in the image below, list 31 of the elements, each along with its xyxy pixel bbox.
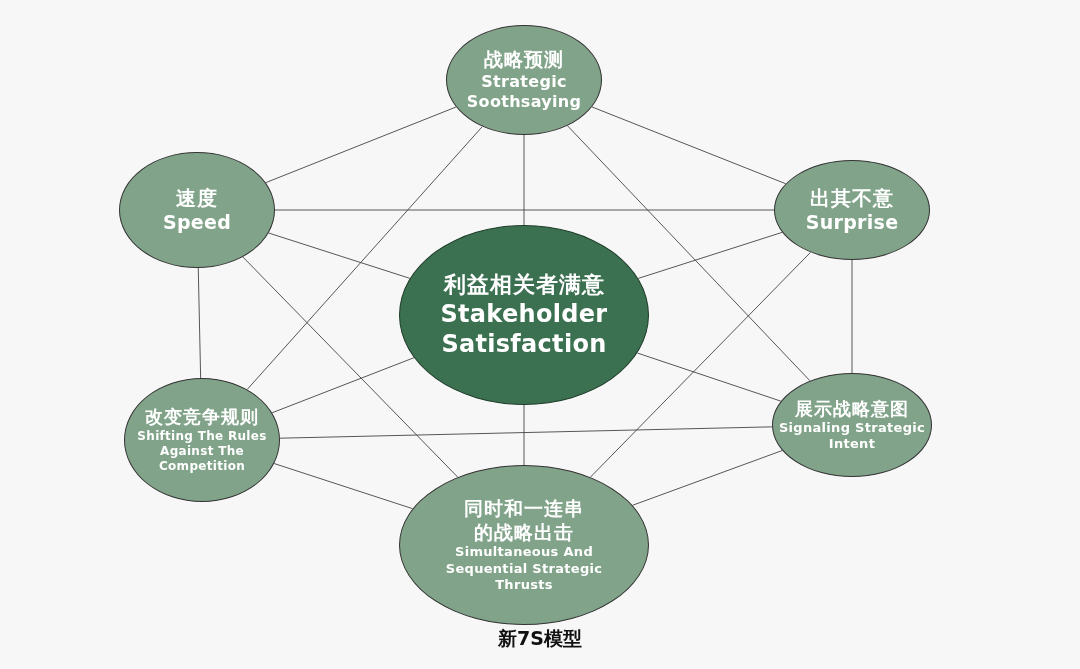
connector-line [273,463,414,510]
connector-line [246,126,483,390]
connector-line [636,352,782,402]
english-title: Shifting The Rules Against The Competition [136,428,268,474]
connector-line [632,450,783,506]
english-title: Simultaneous And Sequential Strategic Thrusts [444,544,604,594]
chinese-title: 展示战略意图 [795,397,909,420]
connector-line [197,267,202,379]
connector-line [271,357,415,414]
english-title: Signaling Strategic Intent [777,420,927,453]
connector-line [637,231,783,279]
connector-line [279,426,773,439]
caption: 新7S模型 [497,626,583,651]
english-title: Stakeholder Satisfaction [439,298,609,359]
connector-line [566,125,811,382]
chinese-title: 战略预测 [484,48,564,72]
connector-line [274,209,775,211]
chinese-title: 改变竞争规则 [145,406,259,429]
chinese-title: 利益相关者满意 [443,271,605,299]
connector-line [242,256,459,478]
connector-line [523,404,525,466]
connector-line [589,251,811,478]
connector-line [268,232,411,279]
english-title: Speed [162,210,232,235]
connector-line [851,259,853,374]
chinese-title: 同时和一连串的战略出击 [463,496,585,545]
english-title: Surprise [805,210,899,235]
chinese-title: 出其不意 [810,185,894,211]
connector-line [523,134,525,226]
english-title: Strategic Soothsaying [465,71,583,112]
chinese-title: 速度 [176,185,218,211]
